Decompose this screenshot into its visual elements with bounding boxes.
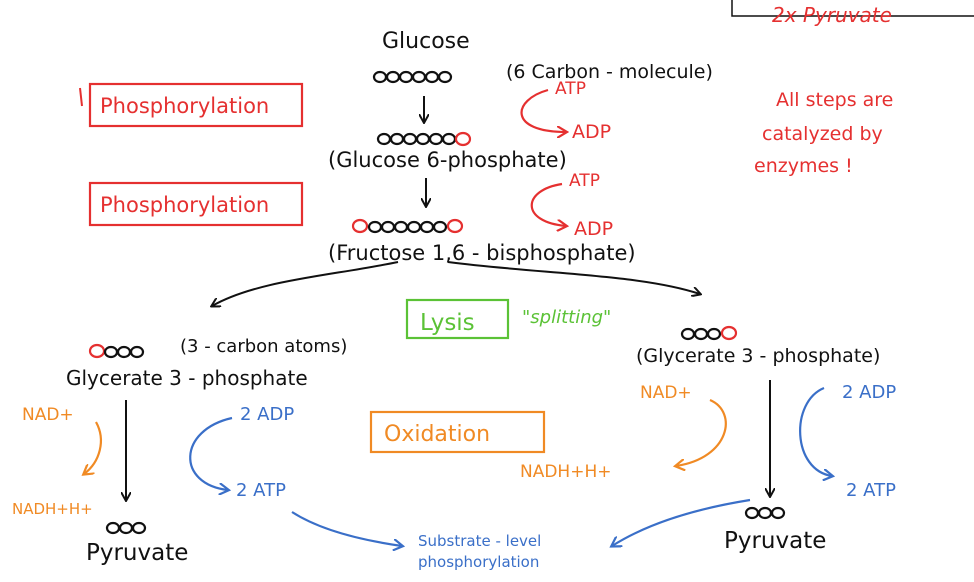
lysis-label: Lysis — [420, 310, 475, 336]
right-nadh-label: NADH+H+ — [520, 462, 612, 482]
atp-label-2: ATP — [569, 171, 600, 191]
lysis-box — [405, 298, 510, 340]
phosphorylation-box-2 — [88, 181, 304, 227]
right-nad-arrow — [676, 398, 727, 466]
left-glycerate-label: Glycerate 3 - phosphate — [66, 366, 308, 390]
right-adp-label: 2 ADP — [842, 382, 896, 403]
right-atp-to-substrate-arrow — [612, 498, 751, 546]
phosphorylation-label-1: Phosphorylation — [100, 94, 269, 118]
adp-label-2: ADP — [574, 218, 613, 240]
left-nadh-label: NADH+H+ — [12, 500, 93, 518]
g6p-carbon-chain — [376, 131, 472, 147]
right-pyruvate-label: Pyruvate — [724, 528, 826, 554]
f16bp-carbon-chain — [351, 218, 464, 234]
left-atp-label: 2 ATP — [236, 480, 286, 501]
split-arrow-right — [447, 261, 700, 294]
f16bp-label: (Fructose 1,6 - bisphosphate) — [328, 241, 636, 265]
g6p-label: (Glucose 6-phosphate) — [328, 148, 567, 172]
atp-adp-arrow-1 — [520, 88, 566, 132]
right-glycerate-label: (Glycerate 3 - phosphate) — [636, 345, 880, 367]
red-tick — [79, 87, 83, 107]
split-arrow-left — [212, 261, 399, 306]
phosphorylation-label-2: Phosphorylation — [100, 193, 269, 217]
left-pyruvate-carbons — [105, 521, 147, 535]
enzyme-note: All steps are catalyzed by enzymes ! — [754, 89, 893, 177]
right-nad-label: NAD+ — [640, 383, 692, 403]
phosphorylation-box-1 — [88, 82, 304, 128]
right-atp-label: 2 ATP — [846, 480, 896, 501]
left-carbon-chain — [88, 343, 145, 359]
left-nad-arrow — [84, 421, 102, 474]
glucose-label: Glucose — [382, 29, 470, 54]
substrate-line1: Substrate - level — [418, 532, 541, 550]
glucose-description: (6 Carbon - molecule) — [506, 61, 713, 83]
left-carbon-note: (3 - carbon atoms) — [180, 336, 347, 357]
right-carbon-chain — [680, 325, 738, 341]
atp-adp-arrow-2 — [530, 182, 566, 226]
enzyme-note-line2: catalyzed by — [762, 123, 883, 145]
left-adp-label: 2 ADP — [240, 404, 294, 425]
right-pyruvate-carbons — [744, 506, 786, 520]
glucose-carbon-chain — [372, 70, 453, 84]
pyruvate-summary-box: 2x Pyruvate — [731, 0, 974, 27]
pyruvate-summary-text: 2x Pyruvate — [772, 3, 892, 27]
substrate-line2: phosphorylation — [418, 553, 539, 571]
adp-label-1: ADP — [572, 121, 611, 143]
left-atp-to-substrate-arrow — [291, 511, 402, 546]
atp-label-1: ATP — [555, 79, 586, 99]
left-adp-atp-arrow — [189, 416, 233, 490]
splitting-note: "splitting" — [522, 307, 611, 328]
left-nad-label: NAD+ — [22, 405, 74, 425]
enzyme-note-line3: enzymes ! — [754, 155, 853, 177]
oxidation-box — [369, 410, 546, 454]
oxidation-label: Oxidation — [384, 422, 490, 447]
enzyme-note-line1: All steps are — [776, 89, 893, 111]
left-pyruvate-label: Pyruvate — [86, 540, 188, 566]
right-adp-atp-arrow — [799, 386, 832, 476]
